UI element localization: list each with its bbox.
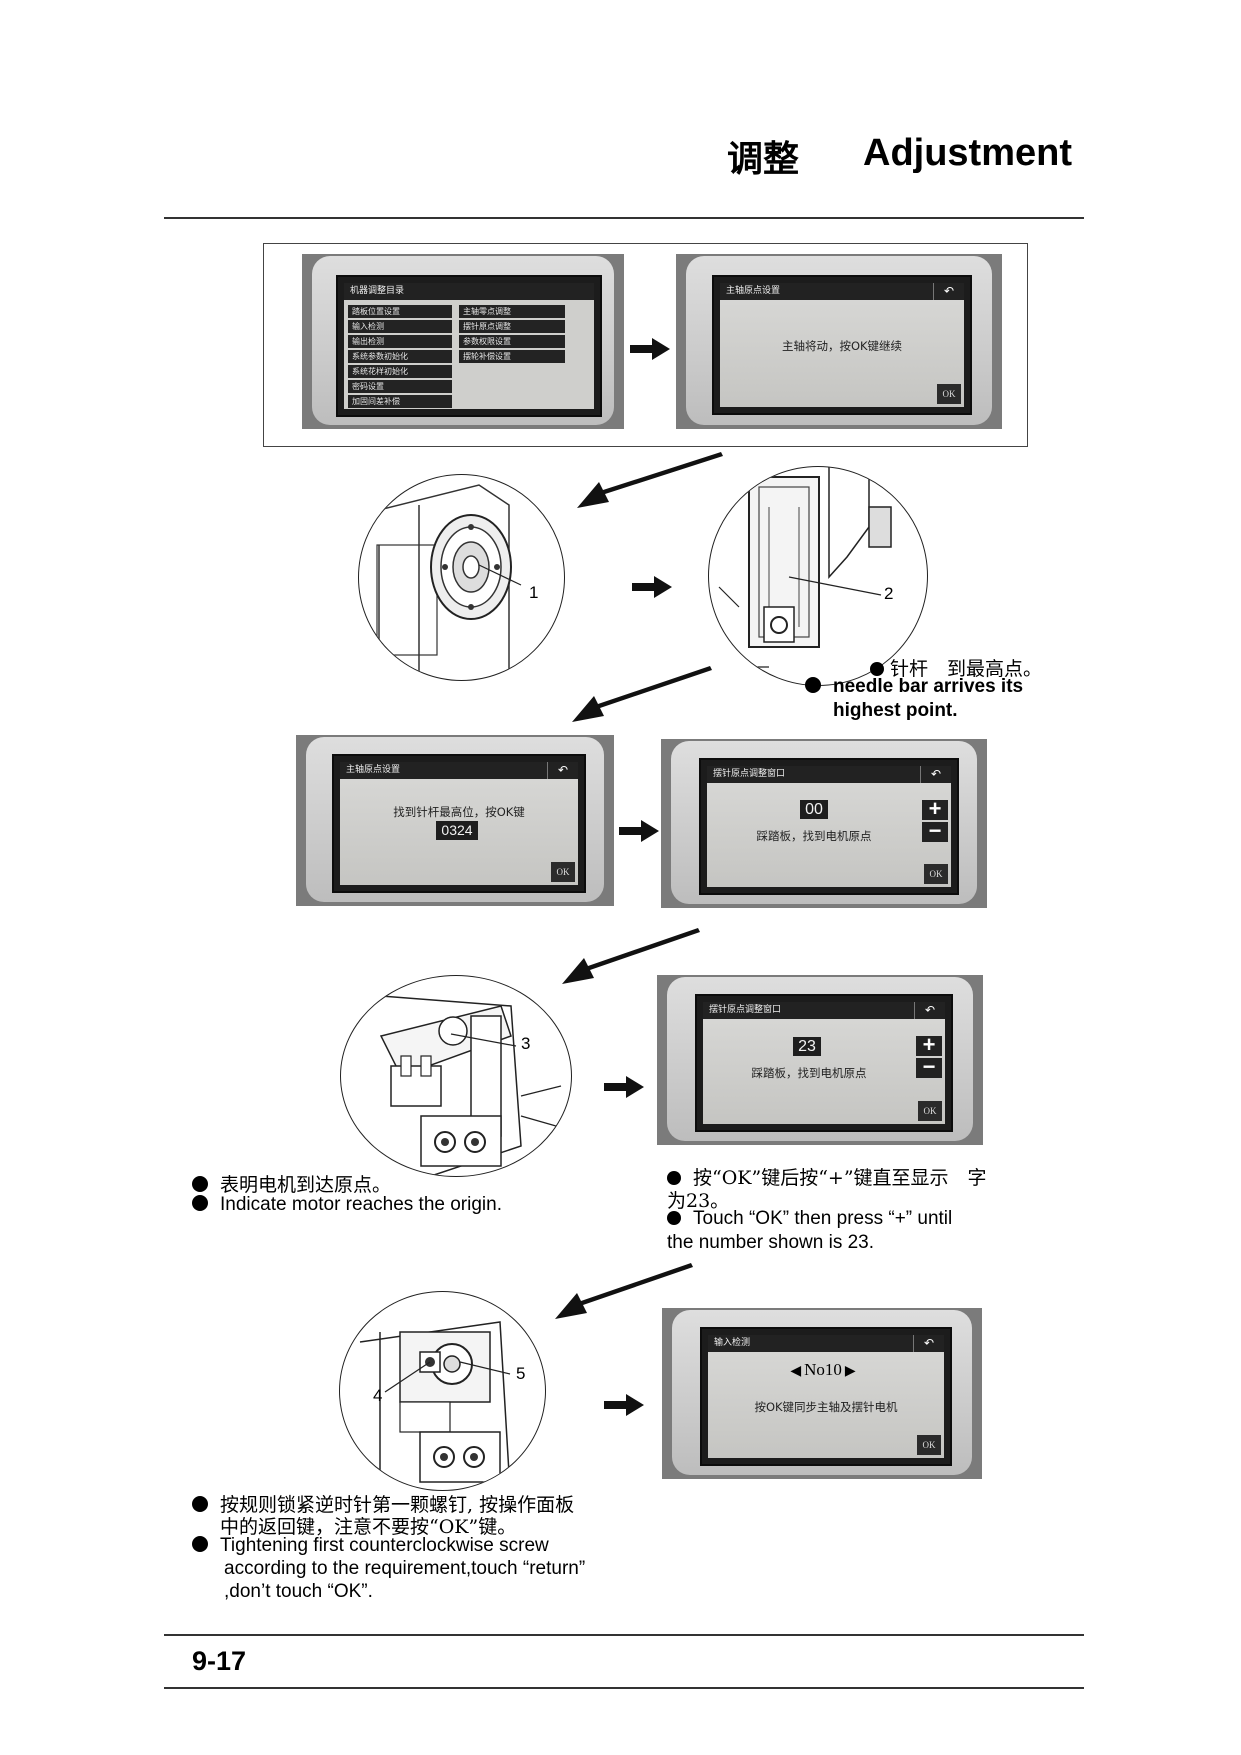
minus-button[interactable]: − [916,1056,942,1078]
right-arrow-icon [632,576,672,598]
next-triangle-icon[interactable]: ▶ [844,1362,856,1378]
plus-button[interactable]: + [922,798,948,820]
menu-item-reinforce[interactable]: 加固间差补偿 [348,395,452,408]
callout-3: 3 [521,1034,531,1053]
callout-1: 1 [529,583,539,602]
menu-item-sys-pattern-init[interactable]: 系统花样初始化 [348,365,452,378]
right-arrow-icon [619,820,659,842]
input-check-panel-photo: 输入检测 ↶ ◀No10▶ 按OK键同步主轴及摆针电机 OK [662,1308,982,1479]
back-icon[interactable]: ↶ [547,762,578,779]
footer-rule-bottom [164,1687,1084,1689]
screw-note-en-line1: Tightening first counterclockwise screw [220,1535,549,1556]
menu-item-swing-origin[interactable]: 摆针原点调整 [459,320,565,333]
screen-title: 输入检测 [708,1335,944,1352]
ok-note-cn-line2: 为23。 [667,1190,730,1212]
screw-note-cn-line2: 中的返回键，注意不要按“OK”键。 [220,1516,517,1538]
screw-note-en-line2: according to the requirement,touch “retu… [224,1558,586,1579]
shaft-value: 0324 [436,821,478,840]
back-icon[interactable]: ↶ [920,766,951,783]
header-rule [164,217,1084,219]
menu-item-input-check[interactable]: 输入检测 [348,320,452,333]
callout-5: 5 [516,1364,526,1383]
ok-button[interactable]: OK [551,862,575,882]
ok-button[interactable]: OK [917,1435,941,1455]
screw-illustration: 5 4 [339,1291,546,1491]
motor-note-cn-text: 表明电机到达原点。 [220,1174,392,1196]
swing-value: 00 [800,800,828,819]
needle-note-en-line2: highest point. [833,700,958,721]
diagonal-arrow-icon [555,1263,693,1319]
plus-button[interactable]: + [916,1034,942,1056]
callout-4: 4 [373,1386,383,1405]
screen-message: 踩踏板，找到电机原点 [756,829,872,843]
needle-note-cn-text: 针杆 到最高点。 [890,658,1043,680]
back-icon[interactable]: ↶ [914,1002,945,1019]
menu-item-output-check[interactable]: 输出检测 [348,335,452,348]
screw-note-en: Tightening first counterclockwise screw [192,1535,549,1557]
menu-item-password[interactable]: 密码设置 [348,380,452,393]
menu-panel-photo: 机器调整目录 踏板位置设置 输入检测 输出检测 系统参数初始化 系统花样初始化 … [302,254,624,429]
main-shaft-panel-photo-1: 主轴原点设置 ↶ 主轴将动，按OK键继续 OK [676,254,1002,429]
right-arrow-icon [604,1076,644,1098]
main-shaft-panel-photo-2: 主轴原点设置 ↶ 找到针杆最高位，按OK键 0324 OK [296,735,614,906]
menu-item-wheel-comp[interactable]: 摆轮补偿设置 [459,350,565,363]
footer-rule-top [164,1634,1084,1636]
menu-item-pedal[interactable]: 踏板位置设置 [348,305,452,318]
screen-title: 摆针原点调整窗口 [707,766,951,783]
needle-note-cn: 针杆 到最高点。 [870,654,1042,681]
motor-note-en: Indicate motor reaches the origin. [192,1194,502,1216]
screen-message: 主轴将动，按OK键继续 [781,339,903,353]
ok-note-cn: 按“OK”键后按“+”键直至显示 字 [667,1163,987,1190]
menu-title: 机器调整目录 [344,283,594,300]
callout-2: 2 [884,584,894,603]
back-icon[interactable]: ↶ [913,1335,944,1352]
motor-note-en-text: Indicate motor reaches the origin. [220,1194,502,1215]
page-number: 9-17 [192,1646,247,1676]
input-number: No10 [804,1360,842,1379]
menu-item-main-shaft-zero[interactable]: 主轴零点调整 [459,305,565,318]
ok-note-en-line2: the number shown is 23. [667,1232,875,1253]
ok-button[interactable]: OK [924,864,948,884]
menu-item-sys-param-init[interactable]: 系统参数初始化 [348,350,452,363]
menu-item-param-permission[interactable]: 参数权限设置 [459,335,565,348]
handwheel-illustration: 1 [358,474,565,681]
screen-title: 主轴原点设置 [340,762,578,779]
needle-note-en-line1: needle bar arrives its [833,676,1024,697]
screw-note-cn-line1: 按规则锁紧逆时针第一颗螺钉, 按操作面板 [220,1494,575,1516]
ok-note-en-line1: Touch “OK” then press “+” until [693,1208,953,1229]
ok-button[interactable]: OK [918,1101,942,1121]
needle-bar-illustration: 2 [708,466,928,686]
number-selector: ◀No10▶ [778,1360,868,1380]
screw-note-en-line3: ,don’t touch “OK”. [224,1581,373,1602]
motor-note-cn: 表明电机到达原点。 [192,1170,391,1197]
ok-note-cn-line1: 按“OK”键后按“+”键直至显示 字 [693,1167,987,1189]
back-icon[interactable]: ↶ [933,283,964,300]
needle-note-en: needle bar arrives its [805,676,1023,698]
minus-button[interactable]: − [922,820,948,842]
prev-triangle-icon[interactable]: ◀ [790,1362,802,1378]
screen-title: 主轴原点设置 [720,283,964,300]
diagonal-arrow-icon [562,928,700,984]
page-title-cn: 调整 [727,139,800,180]
page-title-en: Adjustment [863,132,1072,174]
diagonal-arrow-icon [572,666,712,722]
ok-note-en: Touch “OK” then press “+” until [667,1208,952,1230]
screen-message: 按OK键同步主轴及摆针电机 [754,1400,898,1414]
screen-message: 找到针杆最高位，按OK键 [393,805,525,819]
right-arrow-icon [630,338,670,360]
top-frame [263,243,1028,447]
ok-button[interactable]: OK [937,384,961,404]
right-arrow-icon [604,1394,644,1416]
swing-panel-photo-1: 摆针原点调整窗口 ↶ 00 踩踏板，找到电机原点 + − OK [661,739,987,908]
motor-illustration: 3 [340,975,572,1177]
diagonal-arrow-icon [577,452,723,508]
screen-title: 摆针原点调整窗口 [703,1002,945,1019]
swing-panel-photo-2: 摆针原点调整窗口 ↶ 23 踩踏板，找到电机原点 + − OK [657,975,983,1145]
screen-message: 踩踏板，找到电机原点 [751,1066,867,1080]
screw-note-cn: 按规则锁紧逆时针第一颗螺钉, 按操作面板 [192,1490,574,1517]
swing-value: 23 [793,1037,821,1056]
